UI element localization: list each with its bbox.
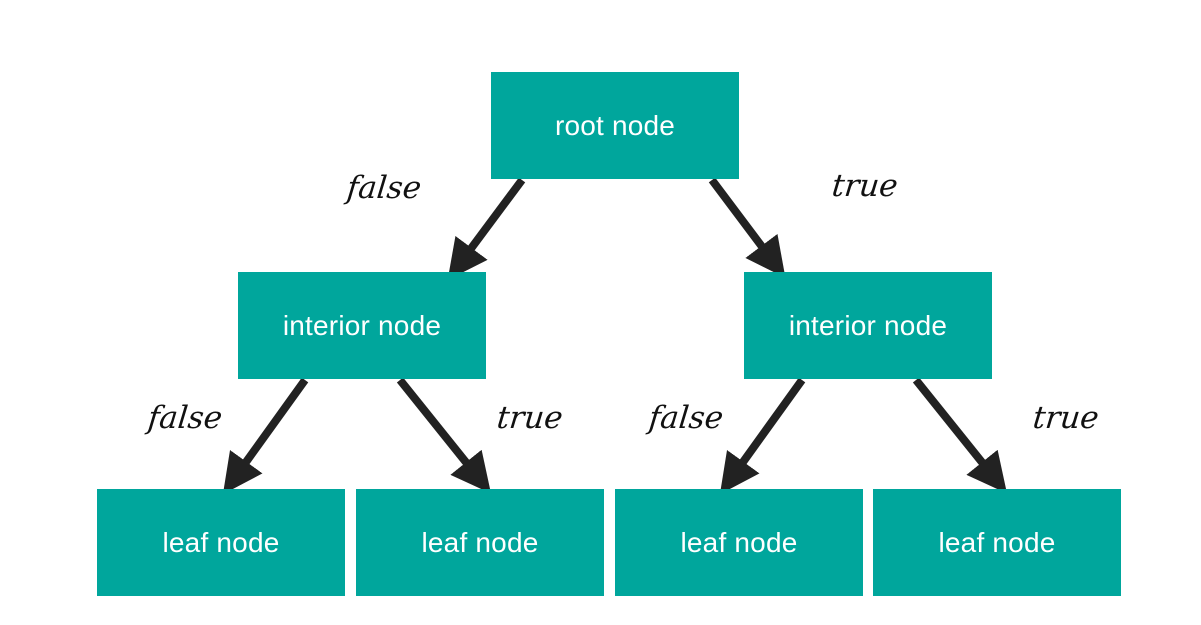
edge-interior-left-to-leaf-1 — [222, 377, 309, 495]
edge-label-interior-left-false: false — [146, 400, 225, 436]
interior-node-right: interior node — [744, 272, 992, 379]
edge-label-root-false: false — [345, 170, 424, 206]
leaf-node-2: leaf node — [356, 489, 604, 596]
leaf-node-1-label: leaf node — [162, 526, 280, 558]
interior-node-left-label: interior node — [282, 309, 442, 341]
edge-label-interior-left-true: true — [495, 400, 565, 436]
leaf-node-1: leaf node — [97, 489, 345, 596]
edge-root-to-interior-right — [708, 177, 786, 278]
edge-interior-left-to-leaf-2 — [396, 377, 492, 494]
interior-node-left: interior node — [238, 272, 486, 379]
edge-label-root-true: true — [830, 168, 900, 204]
leaf-node-4-label: leaf node — [938, 526, 1056, 558]
leaf-node-3: leaf node — [615, 489, 863, 596]
leaf-node-2-label: leaf node — [421, 526, 539, 558]
root-node: root node — [491, 72, 739, 179]
edge-root-to-interior-left — [447, 177, 526, 280]
interior-node-right-label: interior node — [788, 309, 948, 341]
edge-label-interior-right-false: false — [647, 400, 726, 436]
leaf-node-3-label: leaf node — [680, 526, 798, 558]
edge-interior-right-to-leaf-4 — [912, 377, 1008, 494]
root-node-label: root node — [554, 109, 676, 141]
edge-label-interior-right-true: true — [1031, 400, 1101, 436]
leaf-node-4: leaf node — [873, 489, 1121, 596]
edge-interior-right-to-leaf-3 — [719, 377, 806, 495]
